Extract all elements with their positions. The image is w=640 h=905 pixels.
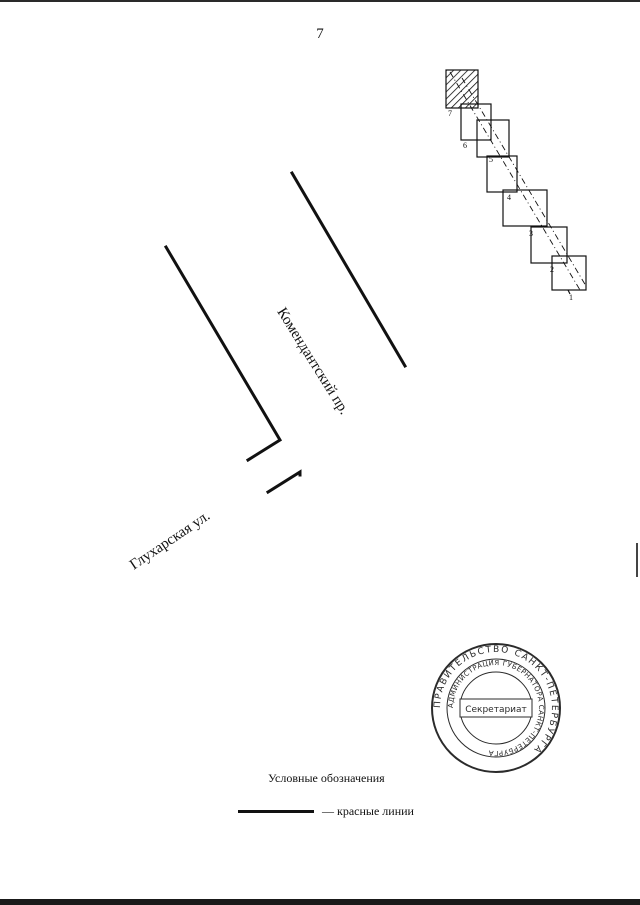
plot-3 xyxy=(530,226,568,264)
plot-4 xyxy=(502,189,548,227)
plot-5 xyxy=(476,119,510,158)
plot-label-1: 1 xyxy=(569,293,573,302)
legend-item-red-lines: — красные линии xyxy=(238,803,414,819)
plot-axis xyxy=(449,71,581,291)
plot-chain xyxy=(445,69,587,295)
red-line-corner-upper xyxy=(163,244,283,463)
plot-5b xyxy=(486,155,518,193)
plot-7 xyxy=(445,69,479,109)
plot-label-2: 2 xyxy=(550,265,554,274)
red-line-komendantsky xyxy=(289,170,408,369)
legend-title: Условные обозначения xyxy=(268,771,385,785)
page-number: 7 xyxy=(316,26,324,42)
plot-label-6: 6 xyxy=(463,141,467,150)
scan-mark xyxy=(636,543,638,577)
plot-2 xyxy=(551,255,587,291)
red-lines xyxy=(163,170,408,495)
plot-tick-1 xyxy=(567,289,571,295)
plot-label-4: 4 xyxy=(507,193,511,202)
top-edge xyxy=(0,0,640,2)
legend-swatch-line xyxy=(238,809,314,813)
plot-6 xyxy=(460,103,492,141)
plot-axis-2 xyxy=(461,77,587,287)
stamp-center-text: Секретариат xyxy=(465,705,527,715)
plot-label-5: 5 xyxy=(489,155,493,164)
red-line-corner-lower xyxy=(265,469,302,495)
plot-label-7: 7 xyxy=(448,109,452,118)
plot-label-3: 3 xyxy=(529,229,533,238)
plot-labels: 7 6 5 4 3 2 1 xyxy=(448,109,573,302)
official-stamp: ПРАВИТЕЛЬСТВО САНКТ-ПЕТЕРБУРГА АДМИНИСТР… xyxy=(431,643,561,773)
bottom-edge xyxy=(0,899,640,905)
legend-item-label: — красные линии xyxy=(322,803,414,818)
